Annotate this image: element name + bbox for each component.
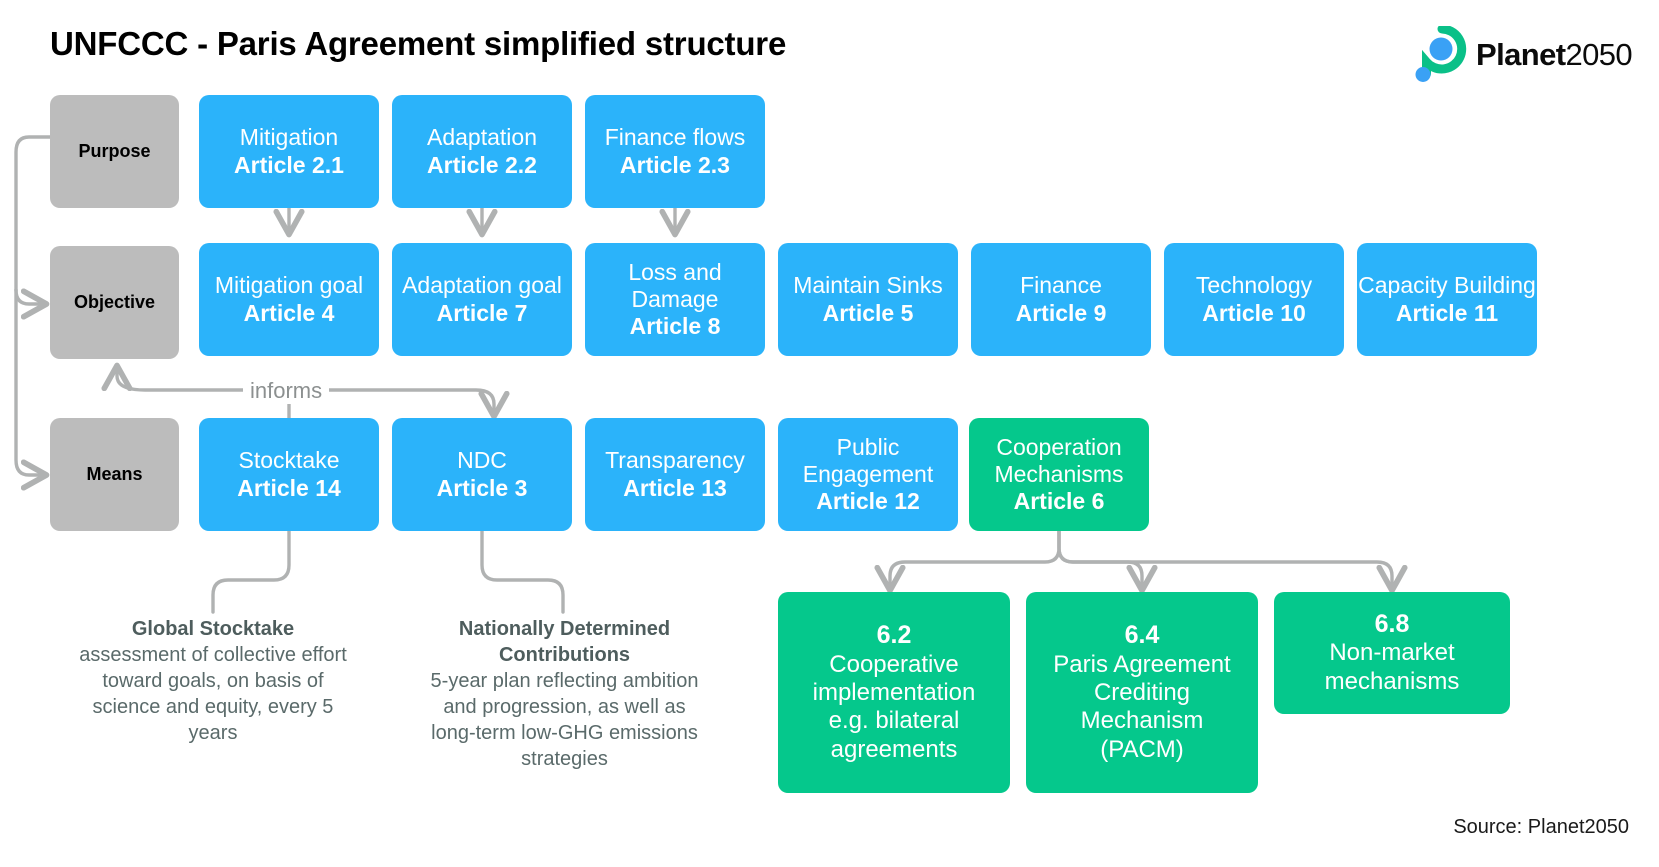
box-mitigation-goal-article-4[interactable]: Mitigation goal Article 4 <box>199 243 379 356</box>
box-mitigation-article-2-1[interactable]: Mitigation Article 2.1 <box>199 95 379 208</box>
box-article: Article 8 <box>629 313 721 340</box>
row-label-means: Means <box>50 418 179 531</box>
planet2050-logo-icon <box>1415 26 1467 82</box>
box-label: Finance <box>1020 272 1102 299</box>
box-article: Article 6 <box>1013 488 1105 515</box>
sub-box-number: 6.4 <box>1124 621 1160 650</box>
sub-box-number: 6.8 <box>1374 609 1410 638</box>
page-title: UNFCCC - Paris Agreement simplified stru… <box>50 25 787 62</box>
row-label-objective-text: Objective <box>73 291 156 312</box>
box-article-6-4[interactable]: 6.4 Paris Agreement Crediting Mechanism … <box>1026 592 1258 793</box>
caption-body: assessment of collective effort toward g… <box>79 644 347 744</box>
box-article-6-8[interactable]: 6.8 Non-market mechanisms <box>1274 592 1510 714</box>
box-article: Article 2.2 <box>427 151 537 178</box>
box-technology-article-10[interactable]: Technology Article 10 <box>1164 243 1344 356</box>
source-note: Source: Planet2050 <box>1453 816 1629 838</box>
box-label: Mitigation goal <box>214 272 364 299</box>
box-label: Adaptation <box>427 124 537 151</box>
box-article-6-2[interactable]: 6.2 Cooperative implementation e.g. bila… <box>778 592 1010 793</box>
planet2050-logo: Planet2050 <box>1410 26 1640 84</box>
box-article: Article 14 <box>237 474 341 501</box>
box-loss-and-damage-article-8[interactable]: Loss and Damage Article 8 <box>585 243 765 356</box>
box-ndc-article-3[interactable]: NDC Article 3 <box>392 418 572 531</box>
box-label: Cooperation Mechanisms <box>994 433 1124 487</box>
box-label: Mitigation <box>239 124 339 151</box>
caption-heading: Nationally Determined Contributions <box>458 618 671 666</box>
box-article: Article 9 <box>1015 299 1107 326</box>
box-label: Adaptation goal <box>402 272 562 299</box>
box-article: Article 11 <box>1395 299 1499 326</box>
row-label-purpose-text: Purpose <box>78 140 151 161</box>
informs-label: informs <box>243 378 330 404</box>
box-label: Capacity Building <box>1358 272 1536 299</box>
logo-wordmark: Planet2050 <box>1476 37 1633 73</box>
box-article: Article 12 <box>816 488 920 515</box>
box-finance-flows-article-2-3[interactable]: Finance flows Article 2.3 <box>585 95 765 208</box>
logo-wordmark-bold: Planet <box>1476 37 1566 72</box>
box-article: Article 13 <box>623 474 727 501</box>
caption-heading: Global Stocktake <box>131 618 295 640</box>
box-adaptation-goal-article-7[interactable]: Adaptation goal Article 7 <box>392 243 572 356</box>
box-label: Finance flows <box>604 124 746 151</box>
row-label-objective: Objective <box>50 246 179 359</box>
box-label: Technology <box>1195 272 1313 299</box>
sub-box-text: Cooperative implementation e.g. bilatera… <box>812 650 976 763</box>
sub-box-text: Paris Agreement Crediting Mechanism (PAC… <box>1053 650 1231 763</box>
sub-box-number: 6.2 <box>876 621 912 650</box>
caption-body: 5-year plan reflecting ambition and prog… <box>430 670 699 770</box>
box-label: Stocktake <box>238 447 340 474</box>
box-label: NDC <box>457 447 507 474</box>
box-adaptation-article-2-2[interactable]: Adaptation Article 2.2 <box>392 95 572 208</box>
box-article: Article 10 <box>1202 299 1306 326</box>
box-label: Transparency <box>605 447 745 474</box>
box-article: Article 4 <box>243 299 335 326</box>
box-label: Maintain Sinks <box>793 272 943 299</box>
box-finance-article-9[interactable]: Finance Article 9 <box>971 243 1151 356</box>
sub-box-text: Non-market mechanisms <box>1324 639 1460 695</box>
box-article: Article 2.3 <box>620 151 730 178</box>
box-maintain-sinks-article-5[interactable]: Maintain Sinks Article 5 <box>778 243 958 356</box>
box-transparency-article-13[interactable]: Transparency Article 13 <box>585 418 765 531</box>
row-label-purpose: Purpose <box>50 95 179 208</box>
row-label-means-text: Means <box>86 463 143 484</box>
box-cooperation-mechanisms-article-6[interactable]: Cooperation Mechanisms Article 6 <box>969 418 1149 531</box>
box-article: Article 5 <box>822 299 914 326</box>
box-public-engagement-article-12[interactable]: Public Engagement Article 12 <box>778 418 958 531</box>
box-label: Loss and Damage <box>628 258 722 312</box>
box-article: Article 2.1 <box>234 151 344 178</box>
box-article: Article 7 <box>436 299 528 326</box>
box-article: Article 3 <box>436 474 528 501</box>
caption-ndc: Nationally Determined Contributions 5-ye… <box>423 616 706 772</box>
caption-global-stocktake: Global Stocktake assessment of collectiv… <box>78 616 348 746</box>
box-stocktake-article-14[interactable]: Stocktake Article 14 <box>199 418 379 531</box>
box-capacity-building-article-11[interactable]: Capacity Building Article 11 <box>1357 243 1537 356</box>
box-label: Public Engagement <box>802 433 934 487</box>
logo-wordmark-thin: 2050 <box>1565 37 1633 72</box>
